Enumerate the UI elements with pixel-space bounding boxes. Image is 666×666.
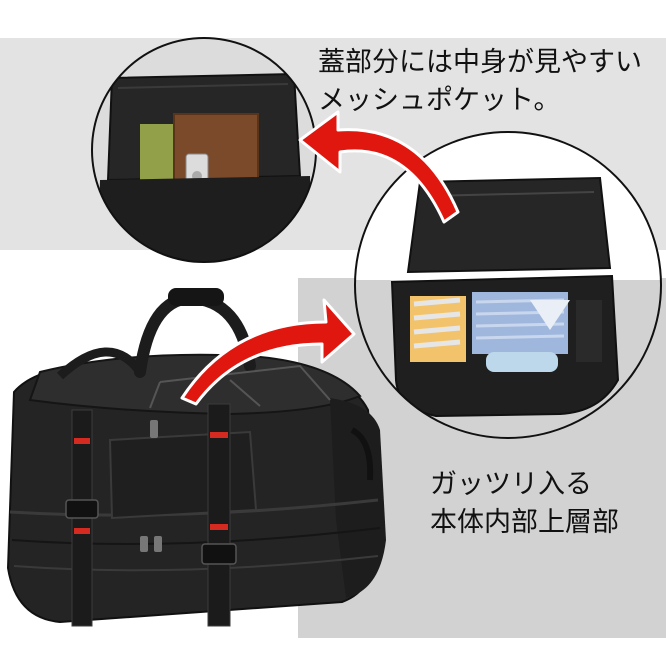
strap-right: [207, 403, 231, 627]
bag-end-panel: [330, 398, 386, 598]
front-pocket: [108, 430, 258, 520]
duffel-bag: [6, 288, 386, 627]
callout-main-compartment: ガッツリ入る 本体内部上層部: [430, 466, 619, 542]
inset-lid-mesh-pocket: [91, 37, 317, 263]
callout-main-compartment-line2: 本体内部上層部: [430, 507, 619, 538]
carry-handle-right: [56, 347, 144, 380]
red-arrow-to-lid-pocket: [298, 110, 460, 224]
callout-lid-pocket-line2: メッシュポケット。: [318, 85, 561, 116]
callout-lid-pocket-line1: 蓋部分には中身が見やすい: [318, 47, 642, 78]
red-arrow-to-main-compartment: [180, 298, 356, 406]
inset-main-compartment: [354, 131, 662, 439]
buckle-left: [65, 499, 99, 519]
callout-main-compartment-line1: ガッツリ入る: [430, 469, 592, 500]
buckle-right: [201, 543, 237, 565]
callout-lid-pocket: 蓋部分には中身が見やすい メッシュポケット。: [318, 44, 642, 120]
